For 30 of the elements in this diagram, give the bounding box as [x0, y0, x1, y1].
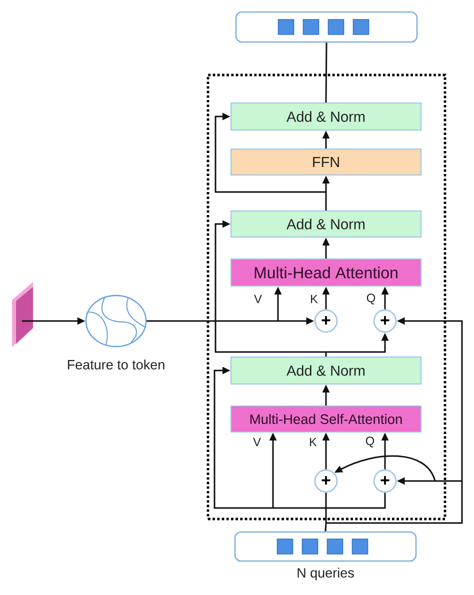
connector-line — [326, 492, 386, 509]
connector-line — [273, 507, 326, 509]
attention-box: Multi-Head Attention — [230, 258, 422, 286]
ffn-box: FFN — [230, 148, 422, 176]
arrow — [214, 220, 326, 353]
connector-line — [324, 522, 327, 532]
connector-line — [325, 42, 328, 103]
connector-line — [325, 192, 327, 210]
connector-line — [325, 352, 327, 356]
connector-line — [146, 320, 278, 322]
add-norm-box: Add & Norm — [230, 210, 422, 238]
edge-label: K — [308, 436, 318, 448]
edge-label: V — [253, 294, 263, 304]
add-norm-box: Add & Norm — [230, 102, 422, 130]
edge-label: V — [252, 436, 262, 448]
add-norm-box: Add & Norm — [230, 356, 422, 384]
connector-line — [435, 480, 462, 482]
layer-frame — [206, 74, 446, 520]
node-label: N queries — [298, 568, 354, 580]
connector-line — [325, 508, 327, 523]
arrow — [214, 366, 273, 509]
node-label: Feature to token — [68, 360, 164, 370]
connector-line — [326, 481, 463, 524]
edge-label: K — [309, 294, 319, 304]
attention-box: Multi-Head Self-Attention — [230, 406, 422, 432]
feature-map — [12, 282, 33, 347]
connector-line — [325, 492, 327, 508]
edge-label: Q — [364, 436, 376, 448]
edge-label: Q — [365, 292, 377, 306]
arrow — [214, 112, 326, 193]
